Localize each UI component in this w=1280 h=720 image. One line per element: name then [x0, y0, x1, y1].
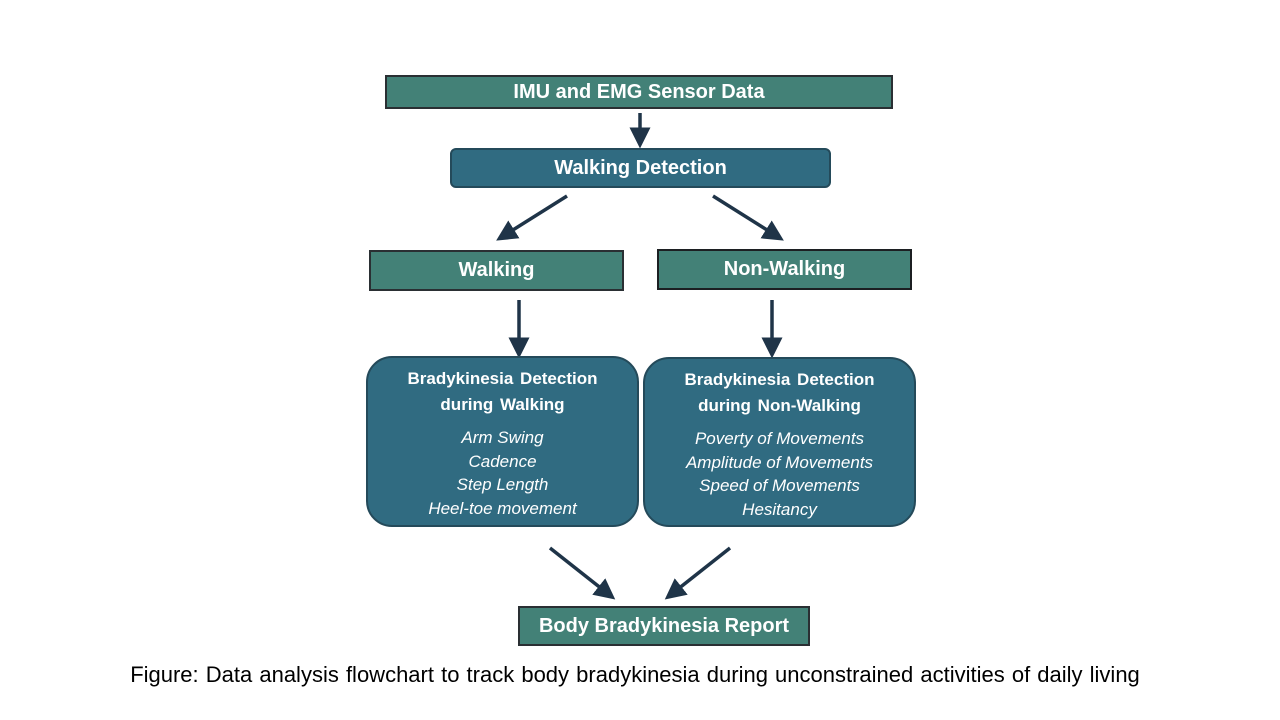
walking-detection-label: Walking Detection — [554, 156, 727, 179]
feature-item: Heel-toe movement — [428, 498, 577, 518]
bradykinesia-walking-node: Bradykinesia Detection during Walking Ar… — [366, 356, 639, 527]
arrow-bradywalk-to-report — [548, 546, 616, 600]
walking-detection-node: Walking Detection — [450, 148, 831, 188]
bradykinesia-non-walking-title-line1: Bradykinesia Detection — [684, 370, 875, 389]
feature-item: Poverty of Movements — [694, 429, 865, 448]
non-walking-node: Non-Walking — [657, 249, 912, 290]
walking-label: Walking — [458, 259, 535, 281]
feature-item: Speed of Movements — [699, 476, 860, 495]
bradykinesia-non-walking-title: Bradykinesia Detection during Non-Walkin… — [684, 367, 874, 419]
feature-item: Hesitancy — [742, 499, 817, 519]
bradykinesia-walking-features: Arm Swing Cadence Step Length Heel-toe m… — [428, 426, 576, 520]
report-label: Body Bradykinesia Report — [538, 614, 790, 637]
sensor-data-node: IMU and EMG Sensor Data — [385, 75, 893, 109]
arrow-walkdet-to-walking — [496, 194, 568, 241]
bradykinesia-non-walking-node: Bradykinesia Detection during Non-Walkin… — [643, 357, 916, 527]
bradykinesia-walking-title-line1: Bradykinesia Detection — [407, 369, 598, 388]
report-node: Body Bradykinesia Report — [518, 606, 810, 646]
figure-caption: Figure: Data analysis flowchart to track… — [130, 662, 1140, 687]
sensor-data-label: IMU and EMG Sensor Data — [513, 80, 765, 103]
arrow-walkdet-to-nonwalking — [712, 194, 784, 241]
feature-item: Arm Swing — [461, 428, 544, 447]
bradykinesia-walking-title: Bradykinesia Detection during Walking — [407, 366, 597, 418]
bradykinesia-non-walking-title-line2: during Non-Walking — [698, 396, 861, 415]
feature-item: Cadence — [468, 451, 537, 471]
arrow-bradynonwalk-to-report — [664, 546, 732, 600]
feature-item: Step Length — [456, 475, 549, 494]
walking-node: Walking — [369, 250, 624, 291]
bradykinesia-walking-title-line2: during Walking — [440, 395, 565, 414]
non-walking-label: Non-Walking — [723, 258, 846, 280]
feature-item: Amplitude of Movements — [685, 452, 874, 472]
bradykinesia-non-walking-features: Poverty of Movements Amplitude of Moveme… — [686, 427, 873, 521]
